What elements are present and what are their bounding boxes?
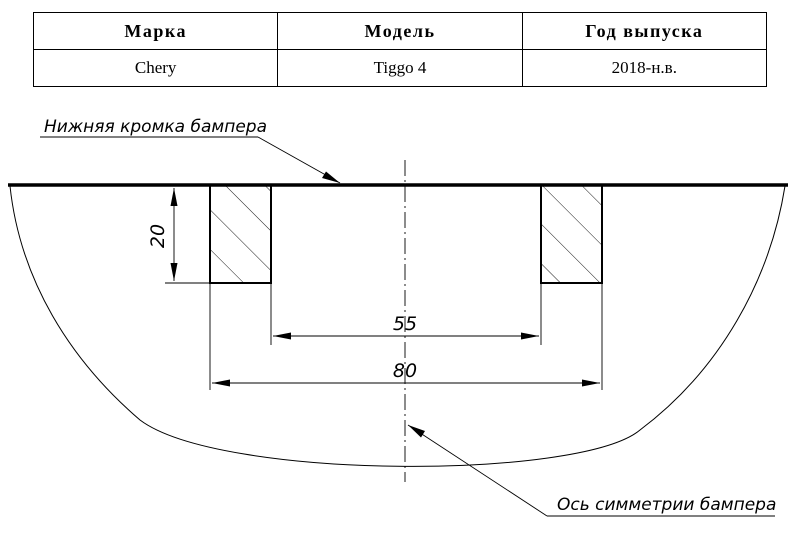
callout-bumper-edge-leader [40,136,341,184]
callout-symmetry-axis-leader [407,424,775,517]
dim-inner-width-label: 55 [393,313,417,335]
vehicle-spec-table: Марка Модель Год выпуска Chery Tiggo 4 2… [32,12,768,87]
header-model: Модель [277,12,523,50]
bumper-outline [9,185,786,467]
dimension-height [170,188,178,281]
extension-lines [165,185,603,390]
dimension-outer-width [212,379,600,387]
dimension-inner-width [273,332,539,340]
dim-height-label: 20 [147,224,169,248]
dim-outer-width-label: 80 [393,360,417,382]
cell-year: 2018-н.в. [521,49,768,87]
cell-brand: Chery [32,49,279,87]
callout-symmetry-axis-label: Ось симметрии бампера [557,495,776,515]
right-cutout [540,184,603,284]
table-row: Chery Tiggo 4 2018-н.в. [32,49,768,87]
header-brand: Марка [32,12,279,50]
left-cutout [209,184,272,284]
table-header-row: Марка Модель Год выпуска [32,12,768,50]
callout-bumper-edge-label: Нижняя кромка бампера [44,117,267,137]
